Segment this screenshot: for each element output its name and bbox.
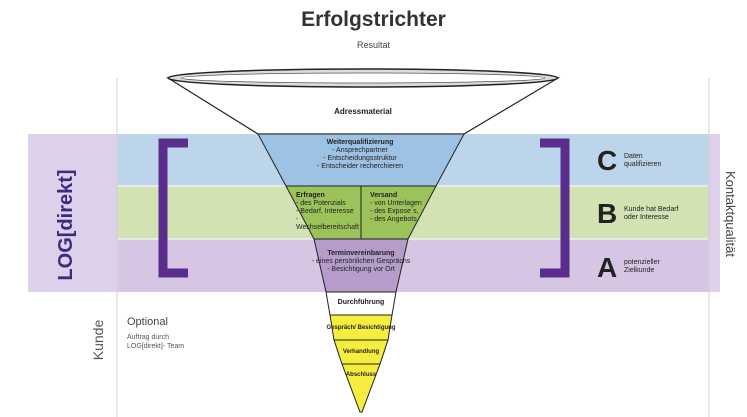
abschluss-label: Abschluss xyxy=(345,372,377,378)
versand-title: Versand xyxy=(370,192,398,199)
verhandlung-label: Verhandlung xyxy=(342,349,380,355)
grade-c-line: Daten xyxy=(624,153,643,160)
page-title: Erfolgstrichter xyxy=(301,8,446,31)
weiterqualifizierung-block: Weiterqualifizierung - Ansprechpartner -… xyxy=(290,139,430,171)
erfragen-line: - Wechselbereitschaft xyxy=(296,216,359,231)
grade-b-letter: B xyxy=(597,198,618,229)
band-a xyxy=(118,239,708,292)
terminvereinbarung-title: Terminvereinbarung xyxy=(327,250,395,257)
terminvereinbarung-line: - eines persönlichen Gesprächs xyxy=(311,258,411,265)
grade-c-text: Daten qualifizieren xyxy=(624,153,661,169)
grade-b-text: Kunde hat Bedarf oder Interesse xyxy=(624,206,679,222)
optional-title: Optional xyxy=(127,316,168,328)
weiterqualifizierung-line: - Entscheider recherchieren xyxy=(317,163,403,170)
weiterqualifizierung-line: - Ansprechpartner xyxy=(332,147,388,154)
versand-line: - von Unterlagen xyxy=(370,200,422,207)
durchfuehrung-label: Durchführung xyxy=(337,299,385,306)
terminvereinbarung-block: Terminvereinbarung - eines persönlichen … xyxy=(300,250,422,274)
grade-c-line: qualifizieren xyxy=(624,161,662,168)
kunde-label: Kunde xyxy=(90,319,106,361)
weiterqualifizierung-line: - Entscheidungsstruktur xyxy=(323,155,397,162)
gespraech-label: Gespräch/ Besichtigung xyxy=(326,325,396,331)
right-bracket xyxy=(540,138,570,278)
grade-c-letter: C xyxy=(597,145,618,176)
grade-a-letter: A xyxy=(597,252,618,283)
grade-a-line: Zielkunde xyxy=(624,267,655,274)
versand-line: - des Angebots xyxy=(370,216,417,223)
erfragen-line: - des Potenzials xyxy=(296,200,346,207)
adressmaterial-label: Adressmaterial xyxy=(334,107,392,116)
grade-a-line: potenzieller xyxy=(624,259,660,266)
left-bracket xyxy=(158,138,188,278)
erfragen-title: Erfragen xyxy=(296,192,325,199)
erfragen-line: - Bedarf, Interesse xyxy=(296,208,354,215)
weiterqualifizierung-title: Weiterqualifizierung xyxy=(326,139,394,146)
page-subtitle: Resultat xyxy=(356,40,391,50)
versand-line: - des Expose´s, xyxy=(370,208,419,215)
tier-abschluss xyxy=(341,363,381,413)
log-direkt-label: LOG[direkt] xyxy=(55,169,77,281)
terminvereinbarung-line: - Besichtigung vor Ort xyxy=(327,266,395,273)
erfragen-block: Erfragen - des Potenzials - Bedarf, Inte… xyxy=(296,192,360,232)
funnel-rim-inner xyxy=(180,72,546,84)
grade-b-line: oder Interesse xyxy=(624,214,669,221)
optional-line: Auftrag durch xyxy=(127,334,170,341)
grade-b-line: Kunde hat Bedarf xyxy=(624,206,679,213)
grade-a-text: potenzieller Zielkunde xyxy=(624,259,660,275)
optional-line: LOG[direkt]- Team xyxy=(127,343,185,350)
kontaktqualitaet-label: Kontaktqualität xyxy=(723,170,738,257)
versand-block: Versand - von Unterlagen - des Expose´s,… xyxy=(370,192,432,224)
